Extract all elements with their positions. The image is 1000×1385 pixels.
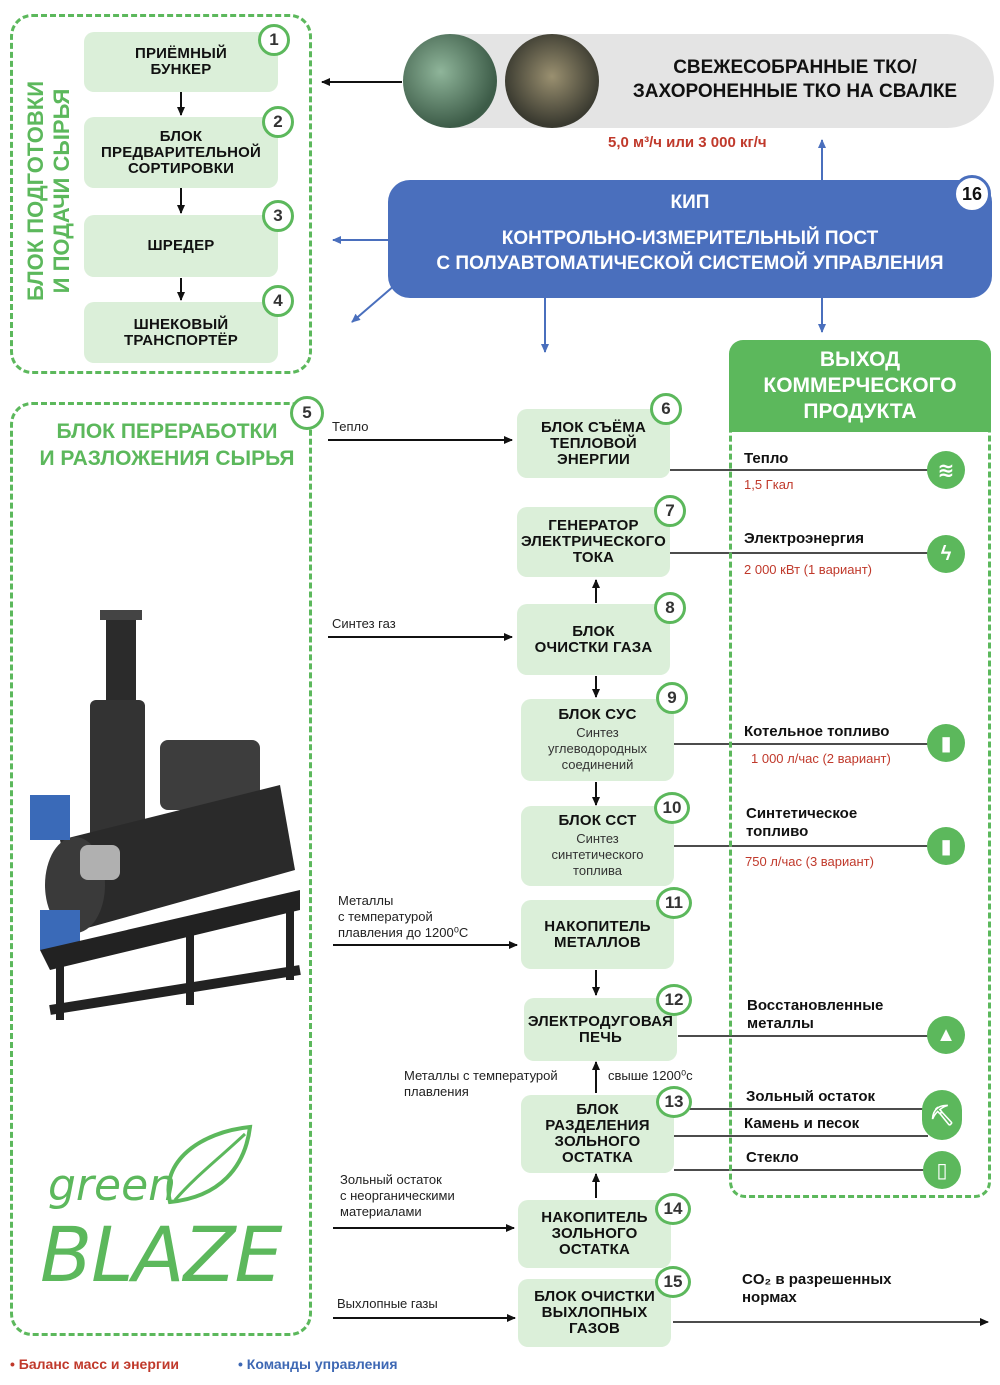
unit-number: 15 [655,1266,691,1298]
unit-gas-cleaning: БЛОК ОЧИСТКИ ГАЗА [517,604,670,675]
fuel-icon: ▮ [927,827,965,865]
unit-screw-conveyor: ШНЕКОВЫЙ ТРАНСПОРТЁР [84,302,278,363]
unit-number: 8 [654,592,686,624]
step-number: 4 [262,285,294,317]
landfill-photo [505,34,599,128]
unit-sus: БЛОК СУС Синтез углеводородных соединени… [521,699,674,781]
unit-number: 10 [654,792,690,824]
unit-pre-sorting: БЛОК ПРЕДВАРИТЕЛЬНОЙ СОРТИРОВКИ [84,117,278,188]
product-heat: Тепло [744,450,789,467]
kip-title: КИП [670,192,710,213]
unit-shredder: ШРЕДЕР [84,215,278,277]
product-ash-residue: Зольный остаток [746,1088,876,1105]
unit-ash-storage: НАКОПИТЕЛЬ ЗОЛЬНОГО ОСТАТКА [518,1200,671,1268]
unit-exhaust-cleaning: БЛОК ОЧИСТКИ ВЫХЛОПНЫХ ГАЗОВ [518,1279,671,1347]
product-stone-sand: Камень и песок [744,1115,860,1132]
step-number: 2 [262,106,294,138]
unit-number: 9 [656,682,688,714]
unit-number: 12 [656,984,692,1016]
flow-label-above: свыше 1200⁰с [608,1068,693,1083]
step-number: 3 [262,200,294,232]
lightning-icon: ϟ [927,535,965,573]
block-number: 5 [290,396,324,430]
flow-label-metals: Металлы с температурой плавления до 1200… [338,893,469,940]
product-glass: Стекло [746,1149,799,1166]
legend-mass-balance: • Баланс масс и энергии [10,1356,179,1372]
kip-description: КОНТРОЛЬНО-ИЗМЕРИТЕЛЬНЫЙ ПОСТ С ПОЛУАВТО… [436,228,944,274]
flow-label-metals-melt: Металлы с температурой плавления [404,1068,558,1099]
unit-electric-generator: ГЕНЕРАТОР ЭЛЕКТРИЧЕСКОГО ТОКА [517,507,670,577]
ingots-icon: ▲ [927,1016,965,1054]
product-recovered-metals: Восстановленные металлы [747,997,884,1032]
glass-icon: ▯ [923,1151,961,1189]
processing-block-title: БЛОК ПЕРЕРАБОТКИ И РАЗЛОЖЕНИЯ СЫРЬЯ [39,420,295,470]
unit-ash-separation: БЛОК РАЗДЕЛЕНИЯ ЗОЛЬНОГО ОСТАТКА [521,1095,674,1173]
flow-label-ash: Зольный остаток с неорганическими матери… [340,1172,455,1219]
step-number: 1 [258,24,290,56]
heat-icon: ≋ [927,451,965,489]
prep-block-title: БЛОК ПОДГОТОВКИ И ПОДАЧИ СЫРЬЯ [23,80,74,302]
unit-number: 11 [656,887,692,919]
prep-block-frame [10,14,312,374]
kip-number: 16 [953,175,991,213]
unit-number: 7 [654,495,686,527]
unit-receiving-bunker: ПРИЁМНЫЙ БУНКЕР [84,32,278,92]
unit-arc-furnace: ЭЛЕКТРОДУГОВАЯ ПЕЧЬ [524,998,677,1061]
unit-number: 14 [655,1193,691,1225]
legend-control-commands: • Команды управления [238,1356,398,1372]
product-synthetic-fuel: Синтетическое топливо [746,805,858,840]
source-title: СВЕЖЕСОБРАННЫЕ ТКО/ ЗАХОРОНЕННЫЕ ТКО НА … [632,57,958,102]
logo-green-text: green [48,1160,177,1211]
garbage-truck-photo [403,34,497,128]
logo-blaze-text: BLAZE [40,1210,283,1299]
product-electricity-amount: 2 000 кВт (1 вариант) [744,562,872,577]
source-rate: 5,0 м³/ч или 3 000 кг/ч [608,134,767,151]
flow-label-exhaust: Выхлопные газы [337,1296,438,1311]
processing-block-frame [10,402,312,1336]
pyrolysis-machine-illustration [30,610,301,1020]
unit-sst: БЛОК ССТ Синтез синтетического топлива [521,806,674,886]
product-electricity: Электроэнергия [744,530,865,547]
unit-number: 6 [650,393,682,425]
product-boiler-fuel: Котельное топливо [744,723,890,740]
flow-label-syngas: Синтез газ [332,616,396,631]
product-synthetic-fuel-amount: 750 л/час (3 вариант) [745,854,874,869]
unit-metal-storage: НАКОПИТЕЛЬ МЕТАЛЛОВ [521,900,674,969]
kip-panel [388,180,992,298]
flow-label-heat: Тепло [332,419,369,434]
product-heat-amount: 1,5 Гкал [744,477,794,492]
wheelbarrow-icon: ⛏ [922,1090,962,1140]
product-boiler-fuel-amount: 1 000 л/час (2 вариант) [751,751,891,766]
fuel-icon: ▮ [927,724,965,762]
output-block-title: ВЫХОД КОММЕРЧЕСКОГО ПРОДУКТА [729,340,991,432]
leaf-logo-icon [166,1124,253,1205]
co2-output: CO₂ в разрешенных нормах [742,1271,892,1306]
unit-number: 13 [656,1086,692,1118]
unit-heat-recovery: БЛОК СЪЁМА ТЕПЛОВОЙ ЭНЕРГИИ [517,409,670,478]
